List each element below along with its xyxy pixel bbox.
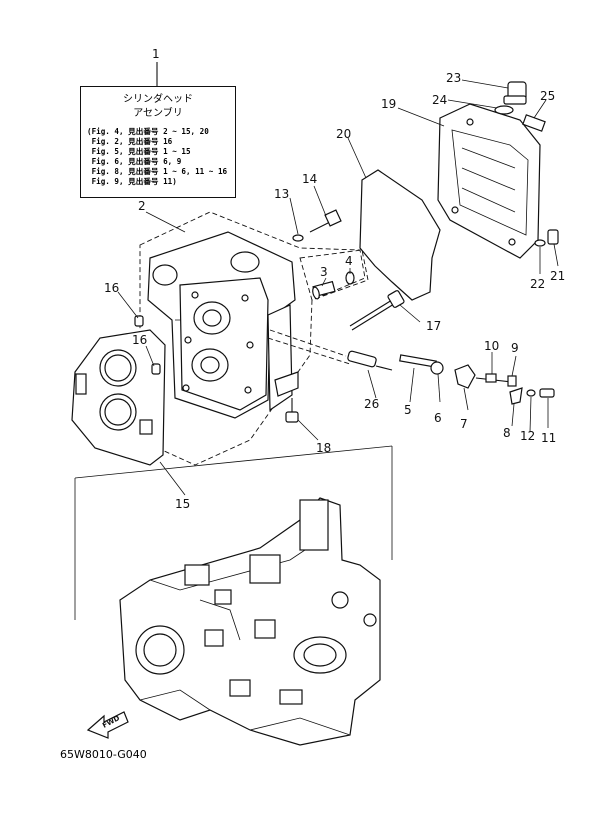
bracket-7	[454, 364, 476, 389]
callout-20: 20	[336, 127, 351, 141]
callout-1: 1	[152, 47, 160, 61]
cylinder-head-cover	[437, 103, 541, 259]
label-25	[522, 114, 546, 132]
figure-ref-line: Fig. 6, 見出番号 6, 9	[87, 157, 182, 166]
callout-23: 23	[446, 71, 461, 85]
callout-16b: 16	[132, 333, 147, 347]
shaft-5	[399, 354, 437, 368]
oil-filler-cap	[503, 81, 527, 105]
washer-13	[292, 234, 304, 242]
figure-code: 65W8010-G040	[60, 748, 147, 761]
figure-ref-line: Fig. 9, 見出番号 11)	[87, 177, 177, 186]
callout-3: 3	[320, 265, 328, 279]
fwd-arrow-icon: FWD	[86, 711, 129, 739]
washer-12	[526, 389, 536, 397]
bolt-11	[539, 388, 555, 398]
cylinder-head	[147, 231, 299, 419]
o-ring-24	[494, 105, 514, 115]
callout-14: 14	[302, 172, 317, 186]
callout-11: 11	[541, 431, 556, 445]
figure-ref-line: Fig. 8, 見出番号 1 ~ 6, 11 ~ 16	[87, 167, 228, 176]
callout-21: 21	[550, 269, 565, 283]
callout-numbers: 1 2 3 4 5 6 7 8 9 10 11 12 13 14 15 16 1…	[104, 47, 565, 511]
callout-13: 13	[274, 187, 289, 201]
figure-ref-line: Fig. 5, 見出番号 1 ~ 15	[87, 147, 191, 156]
plate-8	[509, 387, 523, 405]
assembly-reference-box: シリンダヘッド アセンブリ (Fig. 4, 見出番号 2 ~ 15, 20 F…	[80, 86, 236, 198]
callout-24: 24	[432, 93, 447, 107]
callout-7: 7	[460, 417, 468, 431]
callout-8: 8	[503, 426, 511, 440]
callout-16a: 16	[104, 281, 119, 295]
callout-26: 26	[364, 397, 379, 411]
bolt-18	[285, 398, 299, 423]
leader-2	[145, 211, 186, 233]
callout-5: 5	[404, 403, 412, 417]
bolt-14	[309, 209, 342, 233]
callout-9: 9	[511, 341, 519, 355]
callout-18: 18	[316, 441, 331, 455]
spring-10	[485, 373, 497, 383]
leader-lines	[74, 79, 559, 620]
assembly-title-line2: アセンブリ	[133, 108, 183, 119]
cover-gasket	[359, 169, 441, 301]
callout-22: 22	[530, 277, 545, 291]
callout-10: 10	[484, 339, 499, 353]
thermostat-3	[312, 280, 336, 300]
spark-plug	[347, 350, 393, 371]
callout-19: 19	[381, 97, 396, 111]
bolt-21	[547, 229, 559, 245]
assembly-figure-list: (Fig. 4, 見出番号 2 ~ 15, 20 Fig. 2, 見出番号 16…	[87, 127, 235, 187]
callout-6: 6	[434, 411, 442, 425]
dowel-pin-16b	[151, 363, 161, 375]
callout-12: 12	[520, 429, 535, 443]
washer-22	[534, 239, 546, 247]
part-6	[430, 361, 444, 375]
callout-17: 17	[426, 319, 441, 333]
callout-4: 4	[345, 254, 353, 268]
dowel-pin-16a	[134, 315, 144, 327]
figure-ref-line: Fig. 2, 見出番号 16	[87, 137, 173, 146]
bolt-17	[349, 290, 405, 331]
assembly-title-line1: シリンダヘッド	[123, 94, 193, 105]
callout-15: 15	[175, 497, 190, 511]
cylinder-block	[119, 497, 381, 746]
callout-25: 25	[540, 89, 555, 103]
assembly-title: シリンダヘッド アセンブリ	[81, 93, 235, 121]
figure-ref-line: (Fig. 4, 見出番号 2 ~ 15, 20	[87, 127, 209, 136]
thermostat-outline	[299, 249, 369, 301]
head-gasket	[71, 329, 166, 466]
callout-2: 2	[138, 199, 146, 213]
